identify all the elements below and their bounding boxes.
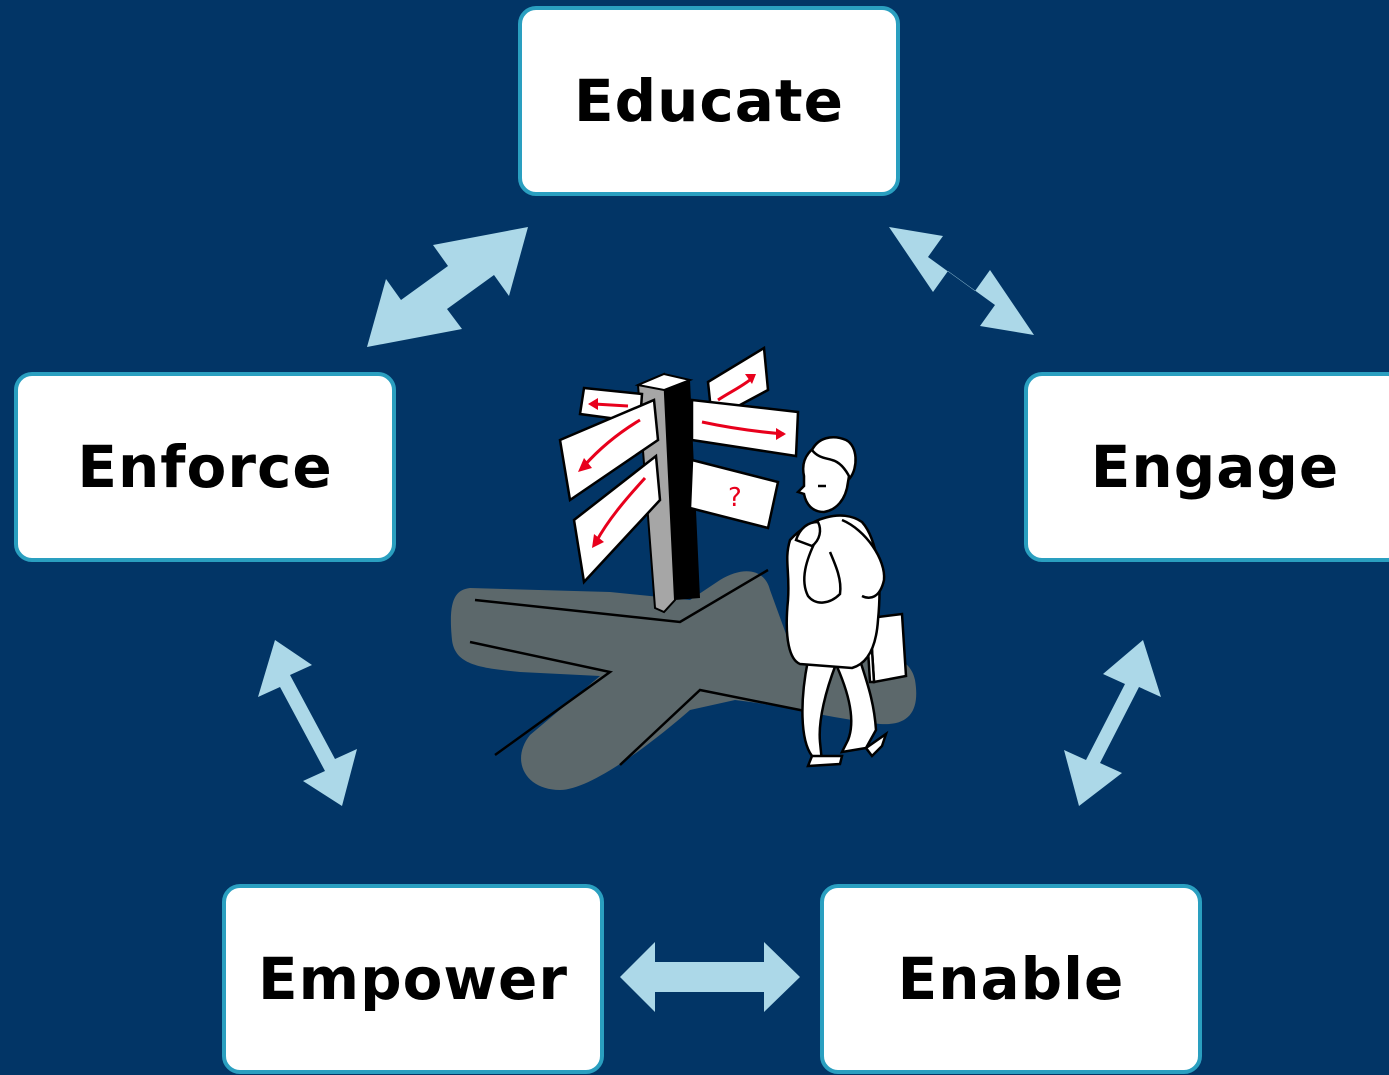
signpost-signs: ?	[558, 345, 800, 585]
arrow-engage-enable	[1064, 640, 1161, 806]
node-enforce-label: Enforce	[77, 433, 333, 501]
node-educate: Educate	[518, 6, 900, 196]
arrow-educate-enforce	[367, 227, 528, 347]
node-educate-label: Educate	[573, 67, 844, 135]
node-empower-label: Empower	[258, 945, 568, 1013]
road-shadow	[450, 568, 917, 790]
node-enable: Enable	[820, 884, 1202, 1074]
node-enforce: Enforce	[14, 372, 396, 562]
node-enable-label: Enable	[897, 945, 1125, 1013]
node-empower: Empower	[222, 884, 604, 1074]
thinking-man-figure	[785, 436, 908, 768]
node-engage: Engage	[1024, 372, 1389, 562]
arrow-empower-enforce	[258, 640, 357, 806]
question-mark-label: ?	[728, 483, 742, 513]
arrow-educate-engage	[889, 227, 1034, 335]
node-engage-label: Engage	[1090, 433, 1340, 501]
arrow-empower-enable	[620, 942, 800, 1012]
